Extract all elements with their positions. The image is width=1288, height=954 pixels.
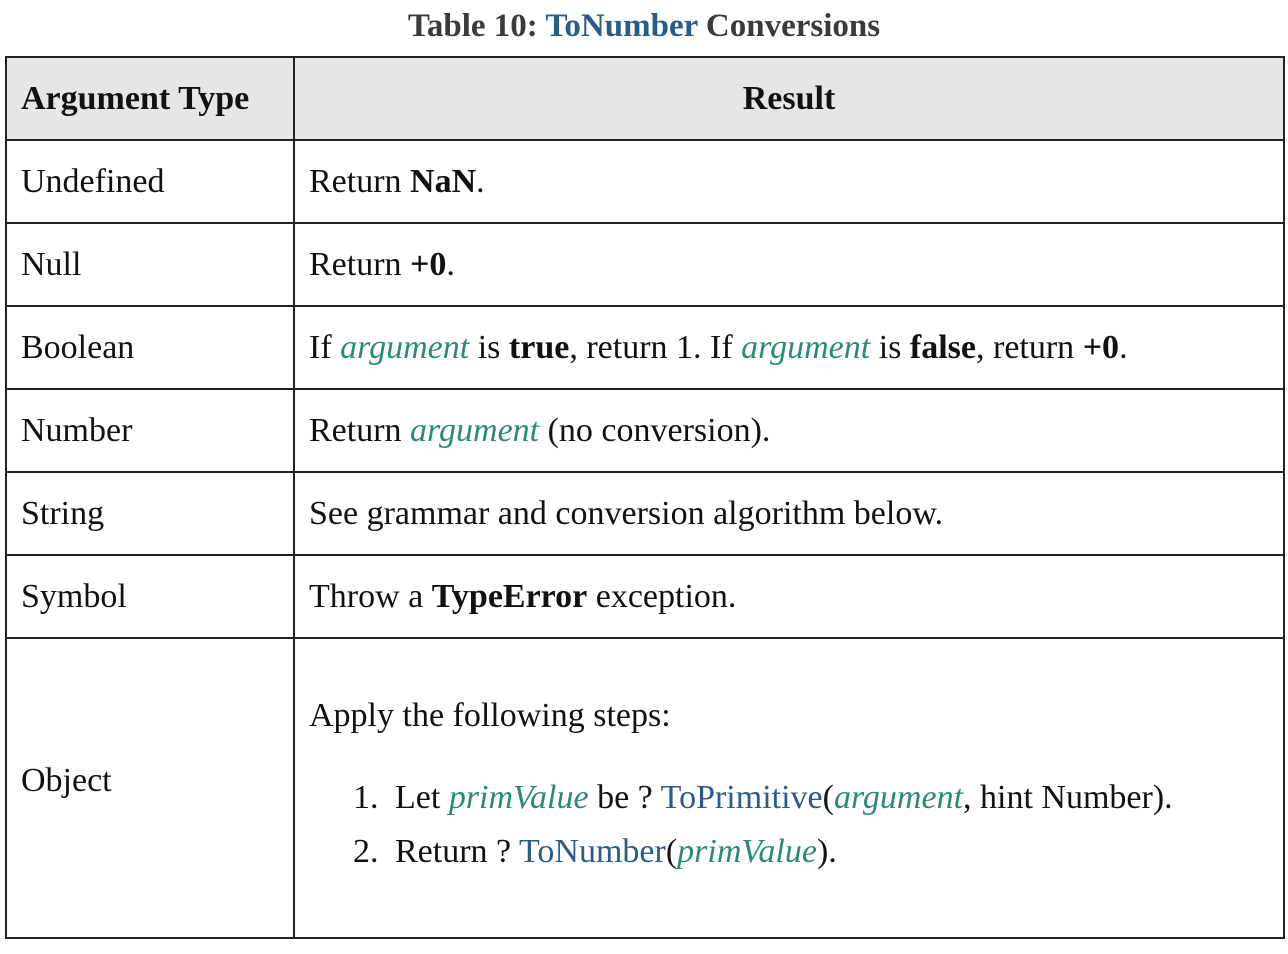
header-row: Argument Type Result — [5, 56, 1285, 141]
type-cell-number: Number — [5, 388, 295, 473]
result-text: is — [870, 328, 910, 366]
tonumber-conversions-table: Argument Type Result Undefined Return Na… — [5, 56, 1285, 939]
value-nan: NaN — [410, 162, 477, 200]
result-text: . — [1119, 328, 1128, 366]
result-text: is — [469, 328, 509, 366]
variable-primvalue[interactable]: primValue — [448, 779, 589, 816]
type-cell-null: Null — [5, 222, 295, 307]
table-row-number: Number Return argument (no conversion). — [5, 388, 1285, 473]
variable-primvalue[interactable]: primValue — [677, 833, 817, 870]
table-row-symbol: Symbol Throw a TypeError exception. — [5, 554, 1285, 639]
toprimitive-link[interactable]: ToPrimitive — [660, 779, 823, 816]
table-row-null: Null Return +0. — [5, 222, 1285, 307]
variable-argument[interactable]: argument — [833, 779, 964, 816]
step-text: , hint Number). — [963, 779, 1173, 816]
type-cell-symbol: Symbol — [5, 554, 295, 639]
result-text: Throw a — [309, 577, 432, 615]
type-cell-object: Object — [5, 637, 295, 939]
result-cell-symbol: Throw a TypeError exception. — [293, 554, 1285, 639]
tonumber-link[interactable]: ToNumber — [519, 833, 666, 870]
table-row-object: Object Apply the following steps: Let pr… — [5, 637, 1285, 939]
value-false: false — [909, 328, 976, 366]
result-cell-number: Return argument (no conversion). — [293, 388, 1285, 473]
result-text: Return — [309, 245, 411, 283]
result-cell-undefined: Return NaN. — [293, 139, 1285, 224]
step-text: Let — [395, 779, 449, 816]
value-plus-zero: +0 — [1082, 328, 1120, 366]
step-text: Return ? — [395, 833, 520, 870]
tonumber-link[interactable]: ToNumber — [545, 8, 698, 44]
step-text: ). — [816, 833, 837, 870]
caption-suffix: Conversions — [697, 8, 881, 44]
variable-argument[interactable]: argument — [741, 328, 871, 366]
result-text: (no conversion). — [539, 411, 771, 449]
result-text: . — [446, 245, 455, 283]
value-plus-zero: +0 — [410, 245, 447, 283]
value-true: true — [508, 328, 570, 366]
result-cell-string: See grammar and conversion algorithm bel… — [293, 471, 1285, 556]
result-cell-boolean: If argument is true, return 1. If argume… — [293, 305, 1285, 390]
table-caption: Table 10: ToNumber Conversions — [0, 0, 1288, 52]
value-typeerror: TypeError — [431, 577, 588, 615]
caption-prefix: Table 10: — [407, 8, 546, 44]
type-cell-undefined: Undefined — [5, 139, 295, 224]
result-text: Return — [309, 162, 411, 200]
step-text: be ? — [588, 779, 661, 816]
result-text: If — [309, 328, 341, 366]
result-text: , return 1. If — [569, 328, 742, 366]
type-cell-string: String — [5, 471, 295, 556]
table-row-string: String See grammar and conversion algori… — [5, 471, 1285, 556]
step-text: ( — [822, 779, 834, 816]
variable-argument[interactable]: argument — [410, 411, 540, 449]
result-text: Return — [309, 411, 411, 449]
header-result: Result — [293, 56, 1285, 141]
header-argument-type: Argument Type — [5, 56, 295, 141]
type-label-object: Object — [21, 762, 112, 799]
table-row-undefined: Undefined Return NaN. — [5, 139, 1285, 224]
result-cell-object: Apply the following steps: Let primValue… — [293, 637, 1285, 939]
result-text: , return — [976, 328, 1083, 366]
algorithm-step-2: Return ? ToNumber(primValue). — [387, 825, 1269, 879]
algorithm-step-1: Let primValue be ? ToPrimitive(argument,… — [387, 771, 1269, 825]
table-row-boolean: Boolean If argument is true, return 1. I… — [5, 305, 1285, 390]
result-text: . — [476, 162, 485, 200]
type-cell-boolean: Boolean — [5, 305, 295, 390]
steps-intro: Apply the following steps: — [309, 697, 671, 734]
step-text: ( — [665, 833, 678, 870]
result-cell-null: Return +0. — [293, 222, 1285, 307]
result-text: exception. — [587, 577, 737, 615]
variable-argument[interactable]: argument — [340, 328, 470, 366]
algorithm-steps: Let primValue be ? ToPrimitive(argument,… — [309, 771, 1269, 879]
